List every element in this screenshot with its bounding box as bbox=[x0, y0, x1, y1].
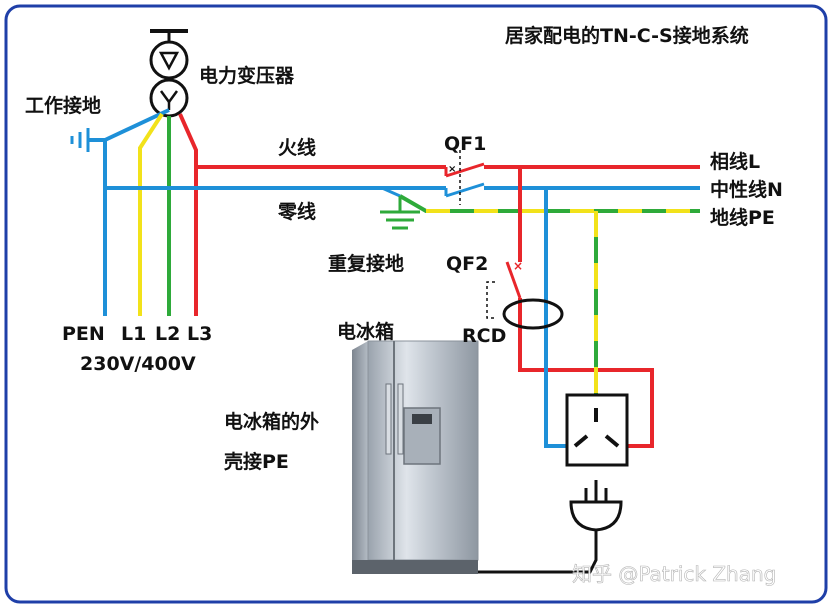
pen-label: PEN bbox=[62, 323, 105, 345]
qf1-live-contact bbox=[445, 162, 485, 178]
working-ground-label: 工作接地 bbox=[25, 94, 101, 117]
fridge-shell-label-line1: 电冰箱的外 bbox=[224, 410, 319, 433]
l2-label: L2 bbox=[155, 323, 180, 345]
transformer-symbol bbox=[149, 29, 189, 118]
l1-label: L1 bbox=[121, 323, 146, 345]
live-wire-label: 火线 bbox=[278, 136, 316, 159]
l3-label: L3 bbox=[187, 323, 212, 345]
ground-pe-label: 地线PE bbox=[710, 206, 775, 229]
phase-l-label: 相线L bbox=[710, 150, 760, 173]
fridge-label: 电冰箱 bbox=[337, 320, 394, 343]
qf2-contact bbox=[505, 261, 522, 299]
repeat-ground-symbol bbox=[380, 186, 420, 230]
qf1-neutral-contact bbox=[445, 182, 485, 198]
l1-wire bbox=[138, 112, 164, 316]
watermark: 知乎 @Patrick Zhang bbox=[572, 562, 776, 586]
qf2-label: QF2 bbox=[446, 253, 488, 275]
svg-text:×: × bbox=[448, 164, 456, 175]
l3-wire bbox=[178, 113, 198, 316]
fridge-shell-label-line2: 壳接PE bbox=[223, 450, 289, 473]
qf1-label: QF1 bbox=[444, 133, 486, 155]
pen-wire bbox=[104, 108, 170, 142]
power-plug bbox=[430, 480, 623, 574]
neutral-n-label: 中性线N bbox=[710, 178, 783, 201]
rcd-ring bbox=[502, 298, 564, 330]
diagram-title: 居家配电的TN-C-S接地系统 bbox=[505, 24, 749, 47]
repeat-ground-label: 重复接地 bbox=[328, 252, 404, 275]
svg-text:×: × bbox=[513, 259, 523, 273]
wall-socket bbox=[565, 393, 629, 467]
transformer-label: 电力变压器 bbox=[199, 64, 295, 87]
diagram-frame bbox=[4, 4, 828, 604]
rcd-label: RCD bbox=[462, 325, 506, 347]
refrigerator-image bbox=[352, 340, 479, 574]
voltage-label: 230V/400V bbox=[80, 353, 196, 375]
working-ground-symbol bbox=[70, 128, 90, 152]
branch-neutral-wire bbox=[544, 188, 570, 448]
neutral-wire-label: 零线 bbox=[277, 200, 316, 223]
